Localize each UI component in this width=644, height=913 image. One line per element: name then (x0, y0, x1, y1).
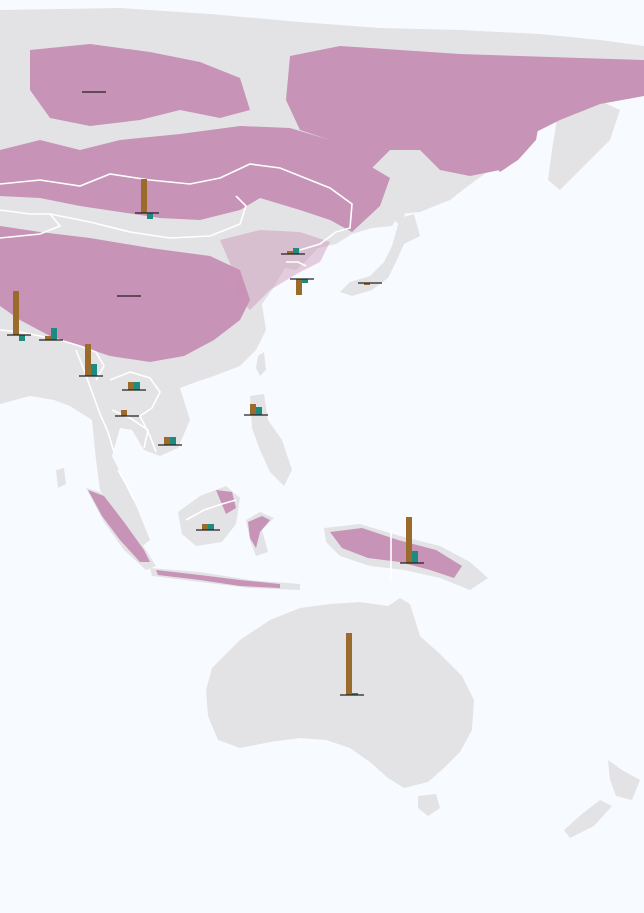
bar-secondary (91, 364, 97, 376)
bar-primary (287, 251, 293, 254)
kamchatka (548, 96, 620, 190)
bar-primary (128, 382, 134, 390)
marker-northern-india[interactable] (7, 291, 31, 341)
forest-layer (0, 44, 644, 588)
bar-secondary (256, 407, 262, 415)
bar-secondary (19, 335, 25, 341)
bar-secondary (412, 551, 418, 563)
bar-primary (45, 336, 51, 340)
bar-secondary (293, 248, 299, 254)
bar-primary (13, 291, 19, 335)
border-layer (0, 163, 392, 582)
tasmania (418, 794, 440, 816)
marker-north-korea[interactable] (281, 248, 305, 255)
bar-primary (296, 279, 302, 295)
bar-secondary (302, 279, 308, 283)
taiwan (256, 352, 266, 376)
australia (206, 598, 474, 788)
marker-cambodia-vietnam[interactable] (158, 437, 182, 446)
kazakh-border (0, 209, 62, 239)
bar-primary (346, 633, 352, 695)
new-zealand-south (564, 800, 612, 838)
marker-laos[interactable] (122, 382, 146, 391)
korea-border (286, 261, 307, 267)
malaysia-border (117, 469, 135, 501)
markers-layer (7, 91, 424, 696)
sumatra-forest (88, 490, 150, 562)
marker-south-korea[interactable] (290, 278, 314, 295)
bar-secondary (134, 382, 140, 390)
japan (340, 214, 420, 296)
mongolia-south-border (49, 195, 247, 239)
java-forest (156, 570, 280, 588)
laos-border (109, 371, 161, 453)
bar-primary (121, 410, 127, 416)
bar-secondary (170, 437, 176, 445)
bar-secondary (352, 693, 358, 695)
myanmar-border (75, 349, 115, 453)
bar-primary (250, 404, 256, 415)
bar-secondary (147, 213, 153, 219)
borneo-forest (216, 490, 236, 514)
marker-nepal-bhutan[interactable] (39, 328, 63, 341)
bar-primary (202, 524, 208, 530)
bar-primary (406, 517, 412, 563)
marker-philippines[interactable] (244, 404, 268, 416)
bar-primary (85, 344, 91, 376)
marker-myanmar[interactable] (79, 344, 103, 377)
south-siberia-forest (0, 126, 390, 232)
bar-secondary (208, 524, 214, 530)
borneo-border (185, 499, 237, 521)
marker-japan[interactable] (358, 282, 382, 285)
bar-primary (164, 437, 170, 445)
marker-borneo[interactable] (196, 524, 220, 531)
siberia-forest (30, 44, 250, 126)
marker-australia[interactable] (340, 633, 364, 696)
marker-papua-new-guinea[interactable] (400, 517, 424, 564)
bar-secondary (51, 328, 57, 340)
sakhalin (396, 160, 408, 226)
philippines (250, 394, 292, 486)
east-siberia-forest (286, 46, 644, 176)
new-zealand-north (608, 760, 640, 800)
new-guinea-forest (330, 528, 462, 578)
marker-thailand[interactable] (115, 410, 139, 417)
sulawesi-forest (248, 516, 270, 548)
bar-primary (364, 283, 370, 285)
marker-mongolia[interactable] (135, 179, 159, 219)
himalaya-border (0, 329, 105, 381)
russia-south-border (0, 163, 353, 251)
far-east-forest (490, 112, 540, 172)
bar-primary (141, 179, 147, 213)
tibet-forest (0, 226, 250, 362)
sri-lanka (56, 468, 66, 488)
